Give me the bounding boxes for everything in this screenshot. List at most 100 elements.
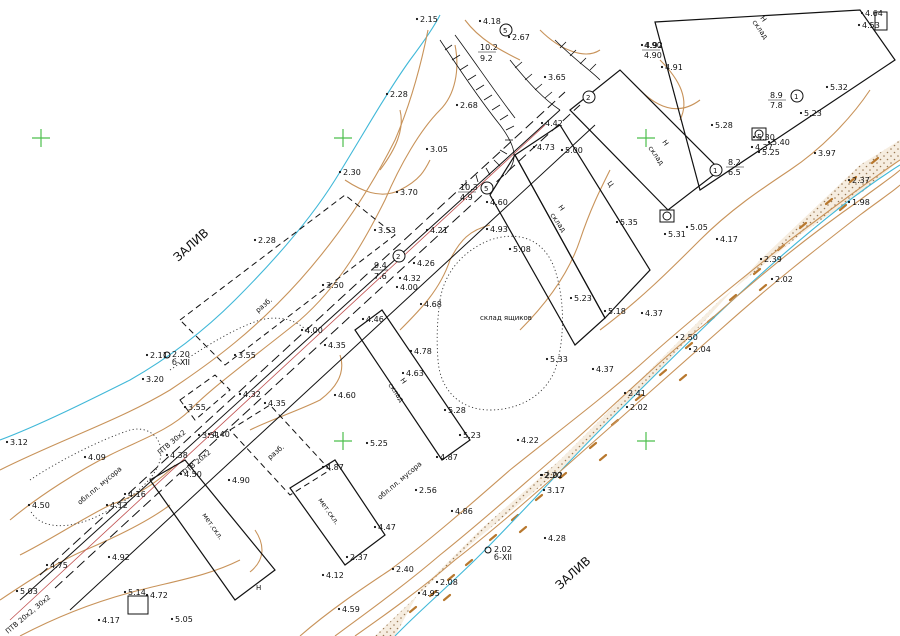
ruin-label: разб. [254, 296, 274, 314]
spot-height-label: 4.00 [400, 283, 418, 292]
spot-height-dot [233, 353, 237, 357]
spot-height-label: 3.05 [430, 145, 448, 154]
marker-value: 2.20 [172, 350, 190, 359]
spot-height-label: 3.70 [400, 188, 418, 197]
spot-height-dot [750, 145, 754, 149]
spot-height-label: 5.33 [550, 355, 568, 364]
spot-height-dot [123, 590, 127, 594]
spot-height-dot [485, 200, 489, 204]
spot-height-dot [455, 103, 459, 107]
spot-height-dot [395, 285, 399, 289]
spot-height-dot [603, 309, 607, 313]
spot-height-dot [345, 555, 349, 559]
building-label: Н [660, 139, 670, 148]
spot-height-label: 2.40 [396, 565, 414, 574]
spot-height-dot [337, 607, 341, 611]
spot-height-dot [759, 257, 763, 261]
spot-height-dot [542, 488, 546, 492]
building-label: Н [758, 15, 768, 24]
spot-height-dot [170, 617, 174, 621]
spot-height-dot [321, 573, 325, 577]
spot-height-label: 4.87 [440, 453, 458, 462]
spot-height-dot [107, 555, 111, 559]
spot-height-label: 5.23 [463, 431, 481, 440]
spot-height-dot [847, 200, 851, 204]
spot-height-dot [417, 591, 421, 595]
spot-height-dot [425, 147, 429, 151]
spot-height-dot [373, 228, 377, 232]
fraction-num: 9.4 [374, 261, 387, 270]
spot-height-dot [419, 302, 423, 306]
spot-height-dot [443, 408, 447, 412]
spot-height-dot [660, 65, 664, 69]
spot-height-label: 5.35 [620, 218, 638, 227]
spot-height-dot [640, 311, 644, 315]
spot-height-dot [860, 11, 864, 15]
spot-height-label: 4.93 [490, 225, 508, 234]
spot-height-dot [321, 283, 325, 287]
spot-height-dot [543, 75, 547, 79]
water-edge-lines [0, 14, 900, 636]
spot-height-dot [478, 19, 482, 23]
spot-height-label: 3.53 [378, 226, 396, 235]
contour-lines [0, 19, 900, 636]
spot-height-dot [715, 237, 719, 241]
spot-height-dot [5, 440, 9, 444]
fraction-den: 7.6 [374, 272, 387, 281]
building-label: Н [398, 377, 408, 386]
spot-height-dot [685, 225, 689, 229]
building-sublabel: склад [386, 382, 405, 404]
spot-height-label: 5.40 [772, 138, 790, 147]
spot-height-dot [543, 536, 547, 540]
spot-height-label: 4.35 [268, 399, 286, 408]
building-7 [289, 459, 386, 566]
spot-height-label: 4.26 [417, 259, 435, 268]
spot-height-dot [15, 589, 19, 593]
spot-height-label: 3.12 [10, 438, 28, 447]
circle-label: 2 [586, 94, 590, 102]
spot-height-dot [415, 17, 419, 21]
spot-height-label: 2.37 [350, 553, 368, 562]
spot-height-dot [560, 148, 564, 152]
spot-height-label: 5.30 [757, 133, 775, 142]
spot-height-dot [435, 580, 439, 584]
spot-height-label: 4.92 [112, 553, 130, 562]
spot-height-label: 4.00 [305, 326, 323, 335]
spot-height-label: 3.97 [818, 149, 836, 158]
spot-height-dot [545, 357, 549, 361]
spot-height-dot [847, 178, 851, 182]
spot-height-label: 4.75 [50, 561, 68, 570]
marker-value: 2.02 [494, 545, 512, 554]
spot-height-dot [688, 347, 692, 351]
spot-height-dot [253, 238, 257, 242]
spot-height-label: 4.46 [366, 315, 384, 324]
spot-height-dot [435, 455, 439, 459]
spot-height-label: 2.28 [258, 236, 276, 245]
spot-height-label: 4.17 [720, 235, 738, 244]
fraction-num: 8.9 [770, 91, 783, 100]
spot-height-label: 4.73 [537, 143, 555, 152]
spot-height-label: 2.39 [764, 255, 782, 264]
spot-height-label: 3.50 [326, 281, 344, 290]
spot-height-dot [450, 509, 454, 513]
ruin-1 [179, 194, 396, 366]
shoreline-dotted-strip [375, 140, 900, 636]
spot-height-label: 3.20 [146, 375, 164, 384]
spot-height-dot [398, 276, 402, 280]
spot-height-label: 5.32 [830, 83, 848, 92]
spot-height-label: 5.31 [668, 230, 686, 239]
spot-height-label: 4.63 [406, 369, 424, 378]
fraction-labels: 8.9 7.8 8.2 6.5 9.4 7.6 10.3 4.9 10.2 9.… [372, 41, 786, 281]
building-sublabel: склад [750, 19, 769, 41]
spot-height-dot [615, 220, 619, 224]
building-1 [654, 9, 896, 191]
spot-height-dot [123, 492, 127, 496]
spot-height-label: 5.00 [565, 146, 583, 155]
spot-height-label: 2.50 [680, 333, 698, 342]
ruin-3 [179, 374, 231, 421]
spot-height-label: 2.68 [460, 101, 478, 110]
spot-height-label: 4.42 [545, 119, 563, 128]
spot-height-label: 4.91 [665, 63, 683, 72]
spot-height-dot [323, 343, 327, 347]
